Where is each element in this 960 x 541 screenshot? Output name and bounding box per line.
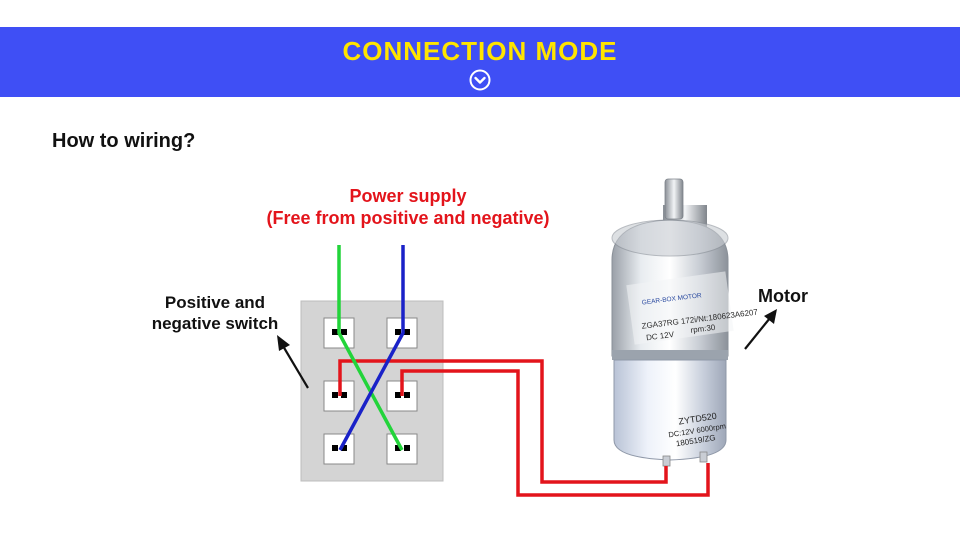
- switch-pointer-arrow: [277, 335, 309, 389]
- motor-label: Motor: [758, 286, 808, 306]
- power-supply-line1: Power supply: [349, 186, 467, 206]
- terminal: [323, 433, 355, 465]
- chevron-down-circle-icon: [469, 69, 491, 91]
- header-banner: CONNECTION MODE: [0, 27, 960, 97]
- page-heading: How to wiring?: [52, 130, 196, 152]
- power-supply-label: Power supply (Free from positive and neg…: [218, 185, 598, 229]
- red-wire-inner: [400, 369, 710, 497]
- motor-pointer-arrow: [744, 309, 777, 350]
- red-wire-outer: [338, 359, 668, 484]
- red-wires: [338, 359, 710, 497]
- switch-label-line2: negative switch: [151, 314, 279, 333]
- gear-motor: GEAR-BOX MOTOR ZGA37RG 172i/Nt:180623A62…: [611, 178, 759, 467]
- banner-title: CONNECTION MODE: [342, 36, 618, 66]
- blue-wire: [338, 245, 405, 451]
- switch-label-line1: Positive and: [164, 293, 266, 312]
- switch-label: Positive and negative switch: [130, 292, 300, 334]
- green-wire: [337, 245, 404, 451]
- power-supply-line2: (Free from positive and negative): [266, 208, 550, 228]
- motor-spec-text: DC 12V: [646, 330, 676, 342]
- motor-rpm-text: rpm:30: [690, 323, 716, 335]
